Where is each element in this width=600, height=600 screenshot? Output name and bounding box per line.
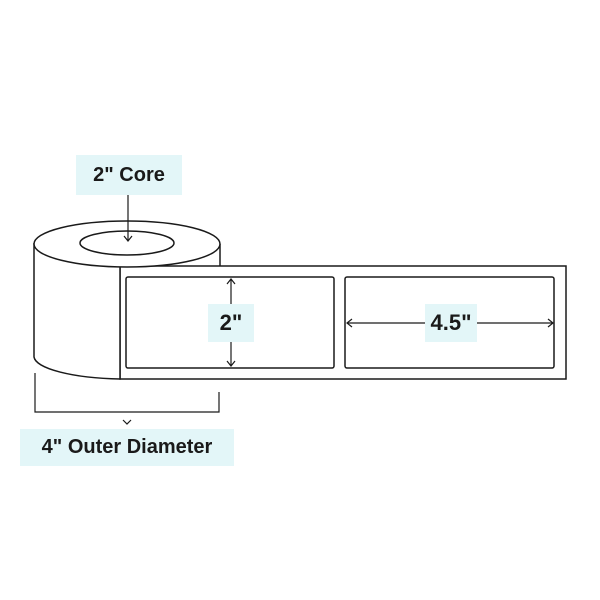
- height-callout-bg: [208, 304, 254, 342]
- label-height-dimension: 2": [219, 310, 243, 335]
- arrow-down-icon: [123, 195, 133, 242]
- roll-body: [33, 243, 121, 380]
- double-arrow-horizontal-icon: [346, 318, 554, 328]
- core-callout-bg: [76, 155, 182, 195]
- label-width-dimension: 4.5": [430, 310, 472, 335]
- diameter-bracket: [34, 373, 220, 413]
- outer-diameter-label: 4" Outer Diameter: [41, 436, 213, 458]
- width-callout-bg: [425, 304, 477, 342]
- double-arrow-vertical-icon: [226, 278, 236, 367]
- diameter-callout-bg: [20, 429, 234, 466]
- chevron-down-icon: [122, 419, 132, 425]
- roll-core: [79, 230, 175, 256]
- core-size-label: 2" Core: [93, 163, 165, 186]
